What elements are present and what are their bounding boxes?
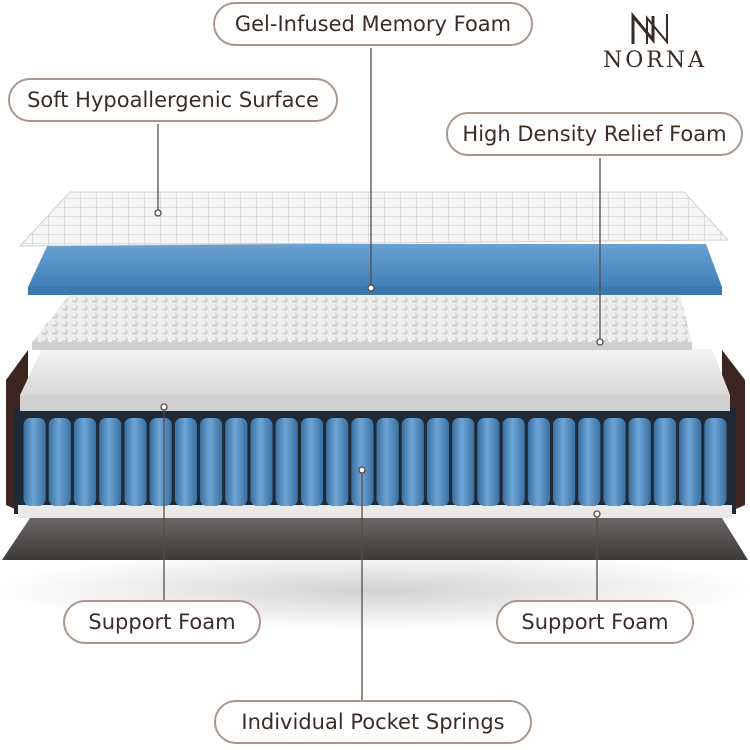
brand-name: NORNA [580,48,730,73]
pocket-spring [427,418,449,506]
pocket-spring [679,418,701,506]
label-high-density-relief-foam: High Density Relief Foam [446,112,743,156]
relief-foam-layer [32,294,692,342]
pocket-spring [654,418,676,506]
support-foam-bottom [18,505,732,518]
norna-monogram-icon [629,12,671,46]
pocket-spring [250,418,272,506]
pocket-spring [99,418,121,506]
leader-dot-gel [368,285,374,291]
brand-logo: NORNA [580,12,730,72]
pocket-spring [528,418,550,506]
leader-dot-support-right [594,511,600,517]
pocket-spring [301,418,323,506]
pocket-spring [629,418,651,506]
pocket-spring [276,418,298,506]
label-soft-hypoallergenic-surface: Soft Hypoallergenic Surface [8,78,338,122]
quilted-surface-layer [20,192,728,246]
pocket-spring [175,418,197,506]
pocket-spring [578,418,600,506]
leader-dot-support-left [161,404,167,410]
gel-foam-edge [28,287,722,295]
pocket-spring [200,418,222,506]
label-support-foam-right: Support Foam [496,600,694,644]
pocket-spring [503,418,525,506]
pocket-spring [150,418,172,506]
pocket-spring [452,418,474,506]
pocket-spring [704,418,726,506]
gel-foam-layer [28,244,722,287]
label-support-foam-left: Support Foam [63,600,261,644]
support-foam-top [20,349,730,395]
label-individual-pocket-springs: Individual Pocket Springs [214,700,532,744]
pocket-spring [49,418,71,506]
label-gel-infused-memory-foam: Gel-Infused Memory Foam [213,2,533,46]
support-foam-top-edge [20,395,730,411]
pocket-spring [326,418,348,506]
leader-dot-relief [597,339,603,345]
pocket-spring [477,418,499,506]
spring-cavity [14,408,736,514]
pocket-spring [225,418,247,506]
pocket-spring [124,418,146,506]
leader-dot-springs [359,467,365,473]
pocket-spring [377,418,399,506]
pocket-spring [24,418,46,506]
pocket-spring [74,418,96,506]
pocket-spring [603,418,625,506]
leader-dot-surface [155,210,161,216]
mattress-base [2,518,748,560]
pocket-spring [402,418,424,506]
relief-foam-edge [32,342,692,350]
pocket-spring [553,418,575,506]
